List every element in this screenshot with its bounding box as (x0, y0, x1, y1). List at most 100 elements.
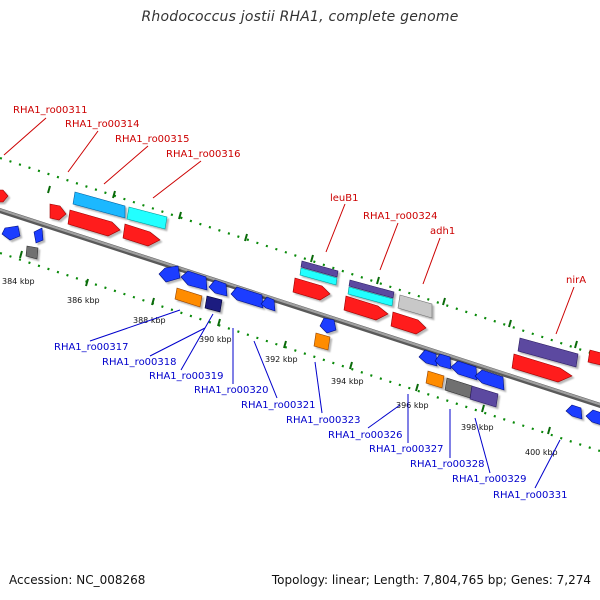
gene-label[interactable]: RHA1_ro00321 (241, 400, 316, 411)
ruler-label: 394 kbp (331, 377, 364, 386)
ruler-label: 386 kbp (67, 296, 100, 305)
accession-text: Accession: NC_008268 (9, 573, 146, 587)
gene-label[interactable]: RHA1_ro00315 (115, 134, 190, 145)
gene-leuB1-cyan[interactable] (299, 267, 338, 286)
upper-tick (310, 254, 314, 263)
gene-nirA[interactable] (517, 337, 579, 368)
gene-label[interactable]: RHA1_ro00311 (13, 105, 88, 116)
gene-label[interactable]: RHA1_ro00327 (369, 444, 444, 455)
lower-tick (217, 318, 221, 327)
upper-tick (244, 233, 248, 242)
gene-label[interactable]: RHA1_ro00324 (363, 211, 438, 222)
gene-red-forward[interactable] (292, 277, 331, 301)
gene-label[interactable]: RHA1_ro00314 (65, 119, 140, 130)
lower-tick (481, 404, 485, 413)
leader-line (367, 404, 401, 429)
gene-blue-reverse[interactable] (33, 227, 44, 244)
gene-blue-reverse[interactable] (180, 270, 208, 291)
gene-adh1[interactable] (397, 294, 433, 319)
gene-ro00326[interactable] (425, 370, 445, 389)
gene-label[interactable]: RHA1_ro00316 (166, 149, 241, 160)
gene-ro00321[interactable] (260, 296, 276, 312)
leader-line (314, 361, 323, 414)
lower-tick (415, 383, 419, 392)
leader-line (152, 160, 202, 199)
gene-red-forward[interactable] (511, 353, 573, 383)
lower-tick (151, 297, 155, 306)
topology-text: Topology: linear; Length: 7,804,765 bp; … (271, 573, 591, 587)
gene-blue-reverse[interactable] (450, 360, 478, 381)
lower-tick (85, 278, 89, 287)
leader-line (89, 309, 181, 342)
gene-ro00317[interactable] (174, 287, 203, 308)
gene-label[interactable]: leuB1 (330, 193, 359, 204)
gene-blue-reverse[interactable] (1, 225, 21, 241)
gene-blue-reverse[interactable] (158, 265, 181, 283)
lower-tick (19, 250, 23, 259)
gene-blue-reverse[interactable] (474, 369, 505, 391)
gene-label[interactable]: adh1 (430, 226, 455, 237)
gene-red-forward[interactable] (67, 209, 121, 237)
upper-tick (112, 190, 116, 199)
gene-blue-reverse[interactable] (208, 279, 228, 297)
leader-line (325, 203, 346, 253)
upper-tick (376, 276, 380, 285)
leader-line (422, 237, 441, 285)
gene-ro00319[interactable] (204, 295, 223, 313)
gene-label[interactable]: RHA1_ro00317 (54, 342, 129, 353)
gene-leuB1[interactable] (300, 260, 339, 278)
gene-ro00314[interactable] (49, 203, 67, 221)
gene-ro00316[interactable] (126, 206, 168, 230)
leader-line (474, 417, 491, 474)
gene-ro00320[interactable] (230, 286, 264, 309)
gene-blue-reverse[interactable] (319, 317, 337, 334)
gene-label[interactable]: nirA (566, 275, 586, 286)
gene-blue-reverse[interactable] (434, 353, 452, 370)
gene-label[interactable]: RHA1_ro00320 (194, 385, 269, 396)
forward-genes (0, 189, 600, 383)
gene-ro00323[interactable] (313, 332, 331, 351)
gene-ro00327[interactable] (444, 377, 473, 399)
upper-tick (508, 319, 512, 328)
gene-ro00311[interactable] (0, 189, 9, 203)
gene-red-forward[interactable] (343, 295, 389, 321)
lower-leaders (89, 309, 561, 489)
leader-line (379, 222, 399, 271)
upper-tick (574, 340, 578, 349)
gene-blue-reverse[interactable] (565, 404, 583, 420)
gene-label[interactable]: RHA1_ro00323 (286, 415, 361, 426)
ruler-label: 390 kbp (199, 335, 232, 344)
upper-ticks (47, 185, 578, 349)
gene-ro00324-cyan[interactable] (347, 286, 394, 307)
upper-tick (442, 297, 446, 306)
gene-red-forward[interactable] (390, 311, 427, 335)
gene-label[interactable]: RHA1_ro00319 (149, 371, 224, 382)
reverse-genes (1, 225, 600, 426)
lower-ticks (19, 250, 551, 435)
leader-line (67, 130, 99, 173)
gene-red-forward[interactable] (122, 223, 161, 247)
gene-label[interactable]: RHA1_ro00326 (328, 430, 403, 441)
gene-label[interactable]: RHA1_ro00318 (102, 357, 177, 368)
upper-gene-labels: RHA1_ro00311 RHA1_ro00314 RHA1_ro00315 R… (13, 105, 586, 286)
gene-label[interactable]: RHA1_ro00331 (493, 490, 568, 501)
ruler-label: 400 kbp (525, 448, 558, 457)
gene-ro00315[interactable] (72, 191, 126, 219)
gene-blue-reverse[interactable] (418, 349, 438, 367)
lower-tick (283, 340, 287, 349)
gene-ro00328[interactable] (469, 385, 499, 408)
gene-label[interactable]: RHA1_ro00329 (452, 474, 527, 485)
sequence-backbone-highlight (0, 208, 600, 406)
leader-line (149, 327, 206, 357)
gene-grey-reverse[interactable] (25, 245, 39, 260)
gene-ro00324[interactable] (348, 279, 395, 299)
gene-red-forward[interactable] (587, 349, 600, 366)
lower-tick (547, 426, 551, 435)
leader-line (180, 313, 214, 371)
leader-line (534, 439, 561, 489)
gene-blue-reverse[interactable] (585, 409, 600, 426)
gene-label[interactable]: RHA1_ro00328 (410, 459, 485, 470)
upper-tick (178, 211, 182, 220)
